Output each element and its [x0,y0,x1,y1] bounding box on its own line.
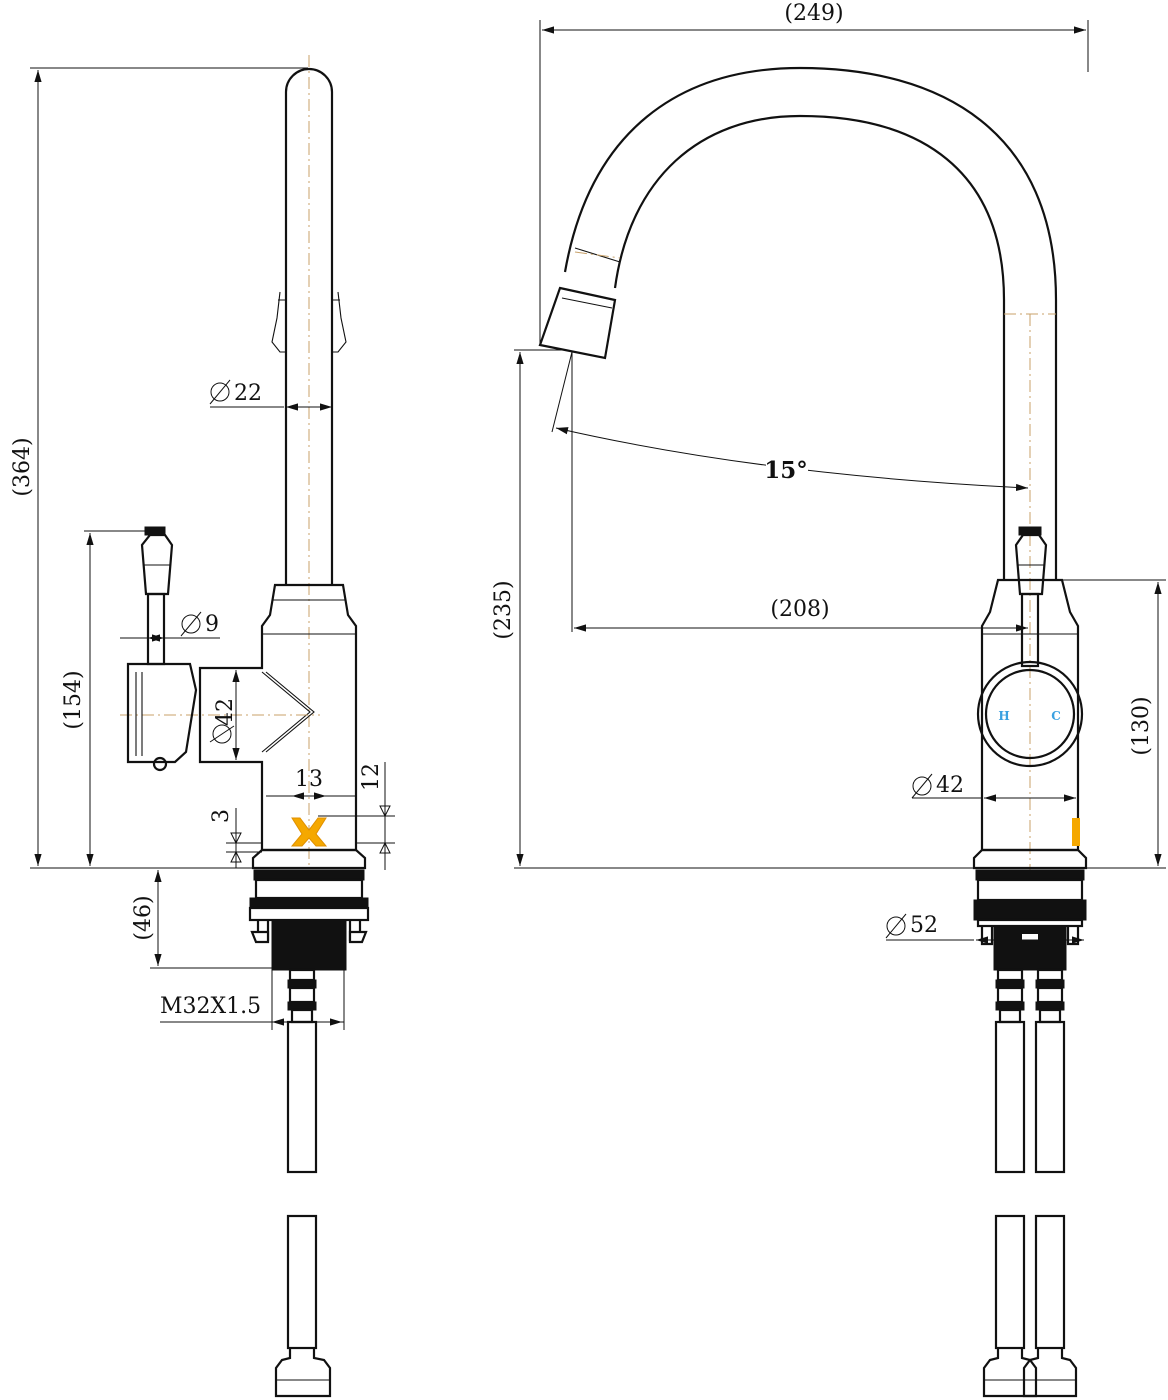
dim-spout-angle: 15° [764,457,808,484]
left-view: (364) (154) 22 9 42 13 [10,55,395,1398]
dim-overall-width: (249) [784,1,843,26]
left-temperature-marker-icon [290,817,328,847]
right-spout [538,66,1058,870]
left-spout [271,55,347,868]
left-lever [126,526,198,772]
left-hose [274,968,332,1398]
dim-base-diameter: 52 [910,913,938,938]
left-dimensions: (364) (154) 22 9 42 13 [10,67,395,1030]
right-hoses [982,968,1078,1398]
right-base [972,848,1088,971]
dim-body-diameter-right: 42 [936,773,964,798]
dim-body-diameter-left: 42 [213,698,238,726]
dial-hot-label: H [998,709,1009,723]
dim-lever-diameter: 9 [205,612,219,637]
dim-offset-13: 13 [295,767,323,792]
dim-below-deck: (46) [131,895,156,940]
dial-cold-label: C [1051,709,1061,723]
dim-reach: (208) [770,597,829,622]
dim-offset-12: 12 [359,763,384,791]
dim-spout-diameter: 22 [234,381,262,406]
left-base [248,848,370,971]
dim-overall-height: (364) [10,437,35,496]
right-view: H C [491,1,1166,1398]
dim-spout-height: (235) [491,580,516,639]
dim-thread: M32X1.5 [160,994,261,1019]
dim-body-height-right: (130) [1129,696,1154,755]
right-dimensions: (249) 15° (208) (235) (130) 42 [491,1,1166,944]
right-temperature-marker-icon [1072,818,1080,846]
left-body [120,583,358,852]
dim-offset-3: 3 [209,809,234,823]
dim-body-height: (154) [61,670,86,729]
